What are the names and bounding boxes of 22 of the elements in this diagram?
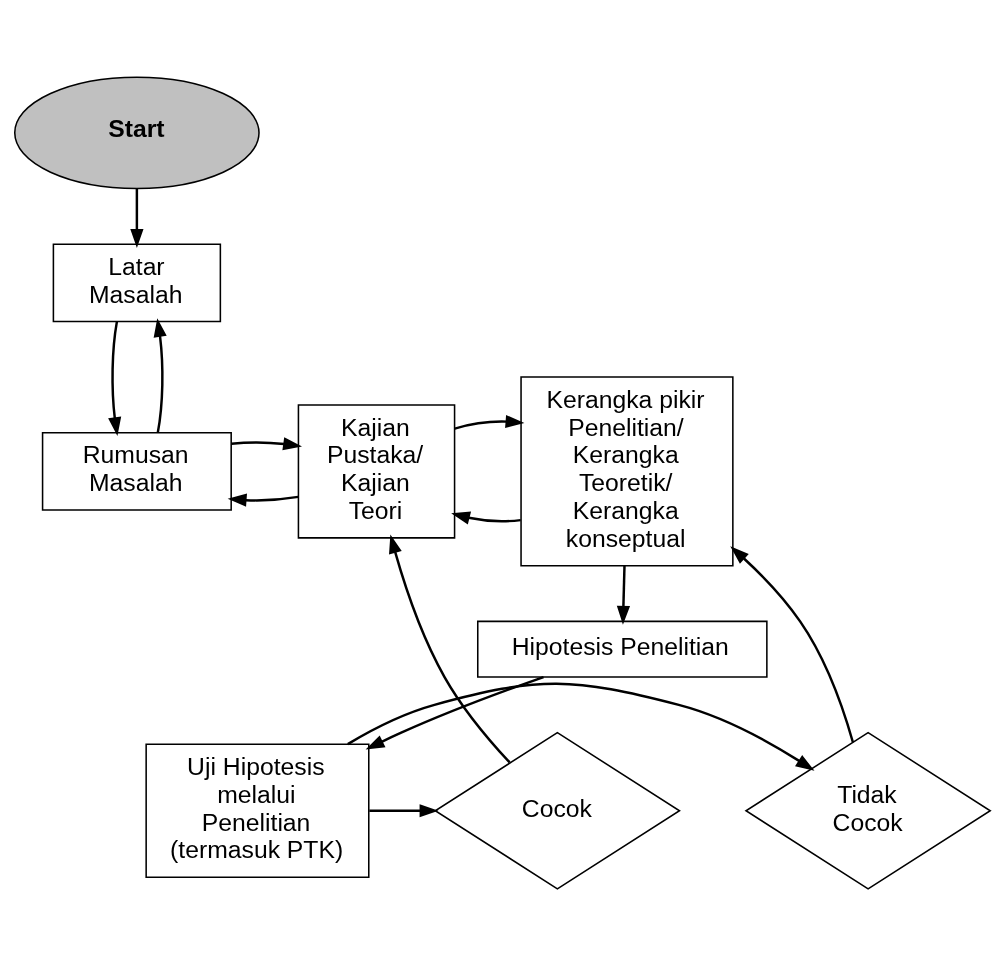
node-box: Rumusan Masalah xyxy=(41,431,232,511)
node-box: Kajian Pustaka/ Kajian Teori xyxy=(297,403,456,539)
node-box: Latar Masalah xyxy=(52,242,222,322)
arrow xyxy=(730,545,855,743)
node-box: Uji Hipotesis melalui Penelitian (termasuk PTK) xyxy=(145,743,370,878)
node-diamond: Tidak Cocok xyxy=(744,731,992,890)
arrow xyxy=(365,675,544,750)
arrow xyxy=(347,682,815,771)
arrow xyxy=(108,321,122,436)
node-box: Hipotesis Penelitian xyxy=(477,620,768,678)
arrow xyxy=(227,493,299,507)
arrow xyxy=(369,803,439,817)
arrow xyxy=(451,511,521,524)
node-diamond: Cocok xyxy=(433,731,681,890)
arrow xyxy=(130,188,144,248)
arrow xyxy=(231,436,302,450)
arrow xyxy=(389,534,511,763)
arrow xyxy=(153,317,167,433)
arrow xyxy=(454,414,525,430)
node-ellipse: Start xyxy=(13,75,260,189)
arrow xyxy=(616,565,631,625)
node-box: Kerangka pikir Penelitian/ Kerangka Teoretik/ Kerangka konseptual xyxy=(520,375,734,566)
